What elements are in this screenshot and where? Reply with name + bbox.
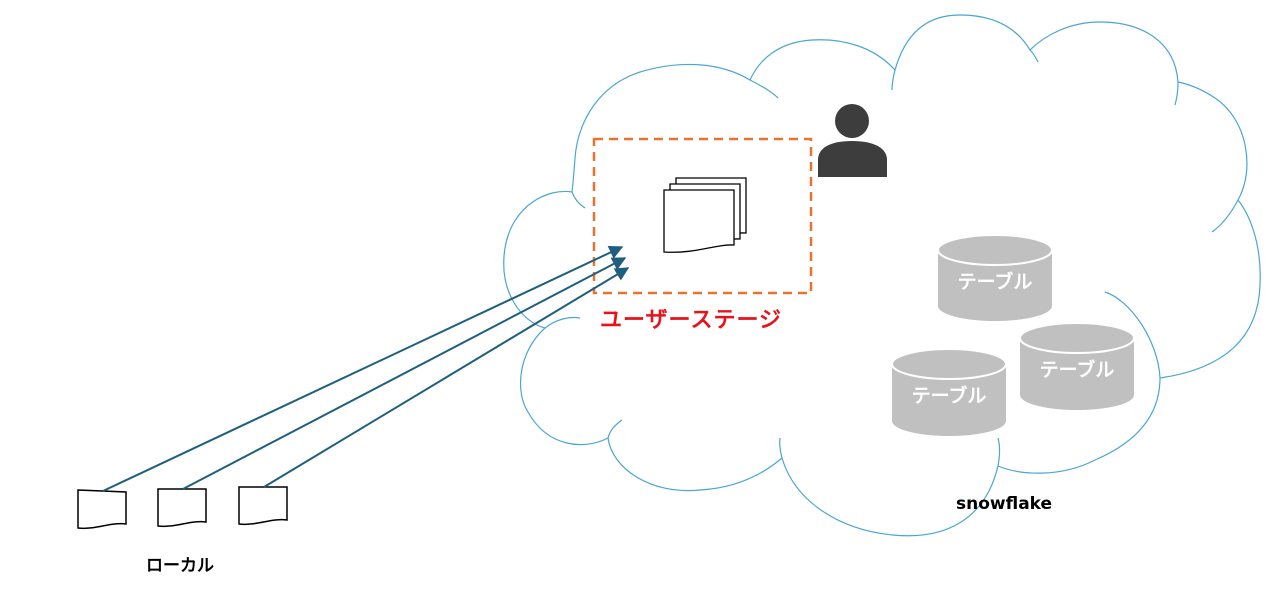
local-label: ローカル xyxy=(146,556,214,576)
upload-arrow xyxy=(102,246,624,492)
database-cylinder-icon: テーブル xyxy=(937,234,1053,321)
document-icon xyxy=(238,486,288,526)
database-cylinder-icon: テーブル xyxy=(1019,322,1135,410)
table-label: テーブル xyxy=(912,384,987,407)
snowflake-label: snowflake xyxy=(956,494,1053,514)
snowflake-cloud xyxy=(503,14,1261,537)
user-stage-label: ユーザーステージ xyxy=(600,308,783,333)
table-label: テーブル xyxy=(958,270,1033,293)
database-cylinder-icon: テーブル xyxy=(891,348,1007,436)
user-stage-box xyxy=(592,137,813,295)
person-icon xyxy=(818,104,887,177)
table-label: テーブル xyxy=(1040,358,1115,381)
document-icon xyxy=(157,488,207,528)
stacked-documents-icon xyxy=(663,177,747,253)
document-icon xyxy=(77,489,127,530)
upload-arrow xyxy=(182,257,627,490)
upload-arrow xyxy=(263,267,630,488)
